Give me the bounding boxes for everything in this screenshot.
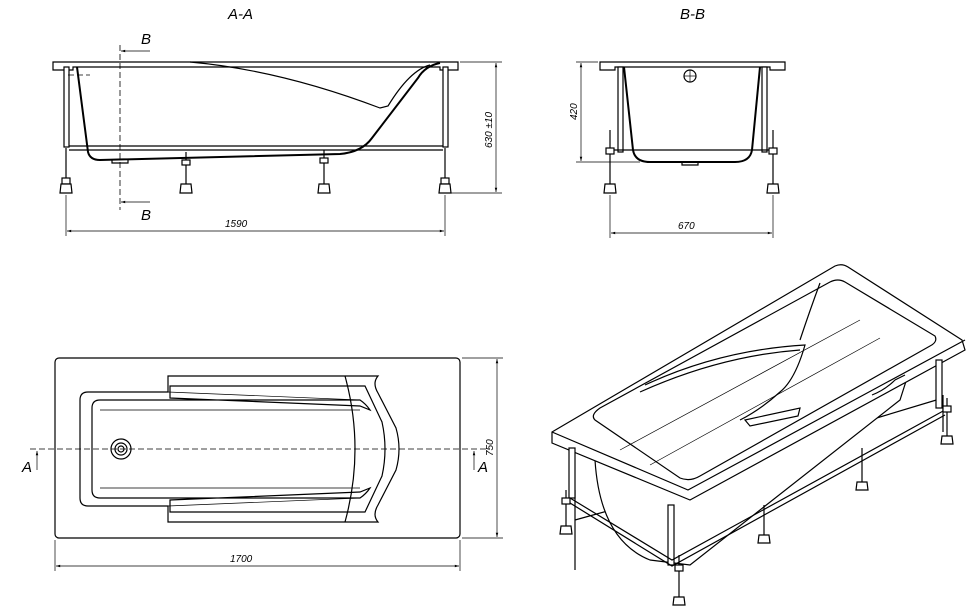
- svg-text:750: 750: [485, 439, 496, 456]
- frame: [63, 66, 449, 151]
- cut-label-b-bottom: B: [141, 207, 151, 224]
- dimension-width: 670: [609, 195, 774, 238]
- dimension-width: 750: [462, 357, 503, 539]
- dimension-height: 420: [569, 61, 640, 163]
- tub-body-profile: [623, 66, 761, 163]
- support-legs: [603, 130, 780, 194]
- tub-bowl: [592, 279, 937, 481]
- tub-body-profile: [76, 62, 441, 162]
- isometric-view: [551, 264, 966, 606]
- tub-bowl-inner: [91, 385, 386, 513]
- tub-bowl-outer: [79, 375, 400, 523]
- section-aa-view: A-A B B 1590: [52, 6, 502, 236]
- svg-text:420: 420: [569, 103, 580, 120]
- tub-rim: [52, 61, 459, 71]
- support-legs: [59, 148, 452, 194]
- svg-text:630 ±10: 630 ±10: [484, 111, 495, 148]
- cut-label-b-top: B: [141, 31, 151, 48]
- frame: [568, 359, 946, 567]
- tub-rim: [599, 61, 786, 71]
- svg-text:1700: 1700: [230, 554, 253, 565]
- svg-text:670: 670: [678, 221, 695, 232]
- tub-rim: [551, 264, 966, 501]
- support-legs: [559, 398, 954, 606]
- headrest-profile: [189, 61, 431, 109]
- section-aa-title: A-A: [227, 6, 253, 23]
- cut-label-a-left: A: [21, 459, 32, 476]
- dimension-length: 1700: [54, 540, 461, 571]
- cut-label-a-right: A: [477, 459, 488, 476]
- dimension-length: 1590: [65, 195, 446, 236]
- section-bb-title: B-B: [680, 6, 705, 23]
- top-view: A A 750 1700: [21, 357, 503, 571]
- section-bb-view: B-B 420 670: [569, 6, 786, 238]
- dimension-height: 630 ±10: [450, 61, 502, 194]
- svg-text:1590: 1590: [225, 219, 248, 230]
- tub-outline: [54, 357, 461, 539]
